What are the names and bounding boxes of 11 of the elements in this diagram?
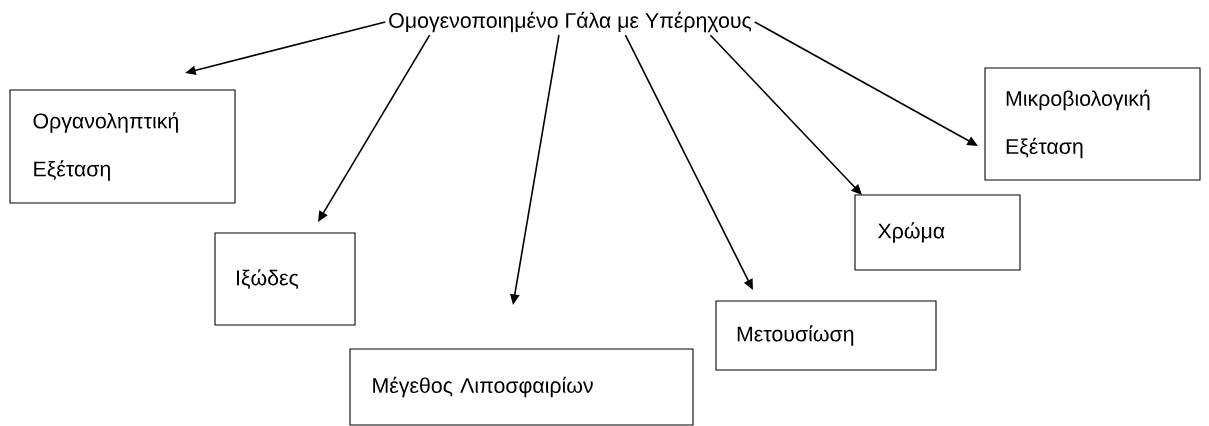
arrow [709,34,862,195]
text-box: Χρώμα [854,194,1021,271]
text-box: Ιξώδες [214,232,356,326]
arrow [624,34,753,290]
title-text: Ομογενοποιημένο Γάλα με Υπέρηχους [389,11,752,33]
text-box: Μέγεθος Λιποσφαιρίων [349,348,694,426]
text-box: Μικροβιολογική Εξέταση [984,67,1201,181]
arrow [753,21,978,146]
text-box: Μετουσίωση [715,300,937,371]
text-box: Οργανοληπτική Εξέταση [9,89,236,204]
arrow [318,34,431,222]
